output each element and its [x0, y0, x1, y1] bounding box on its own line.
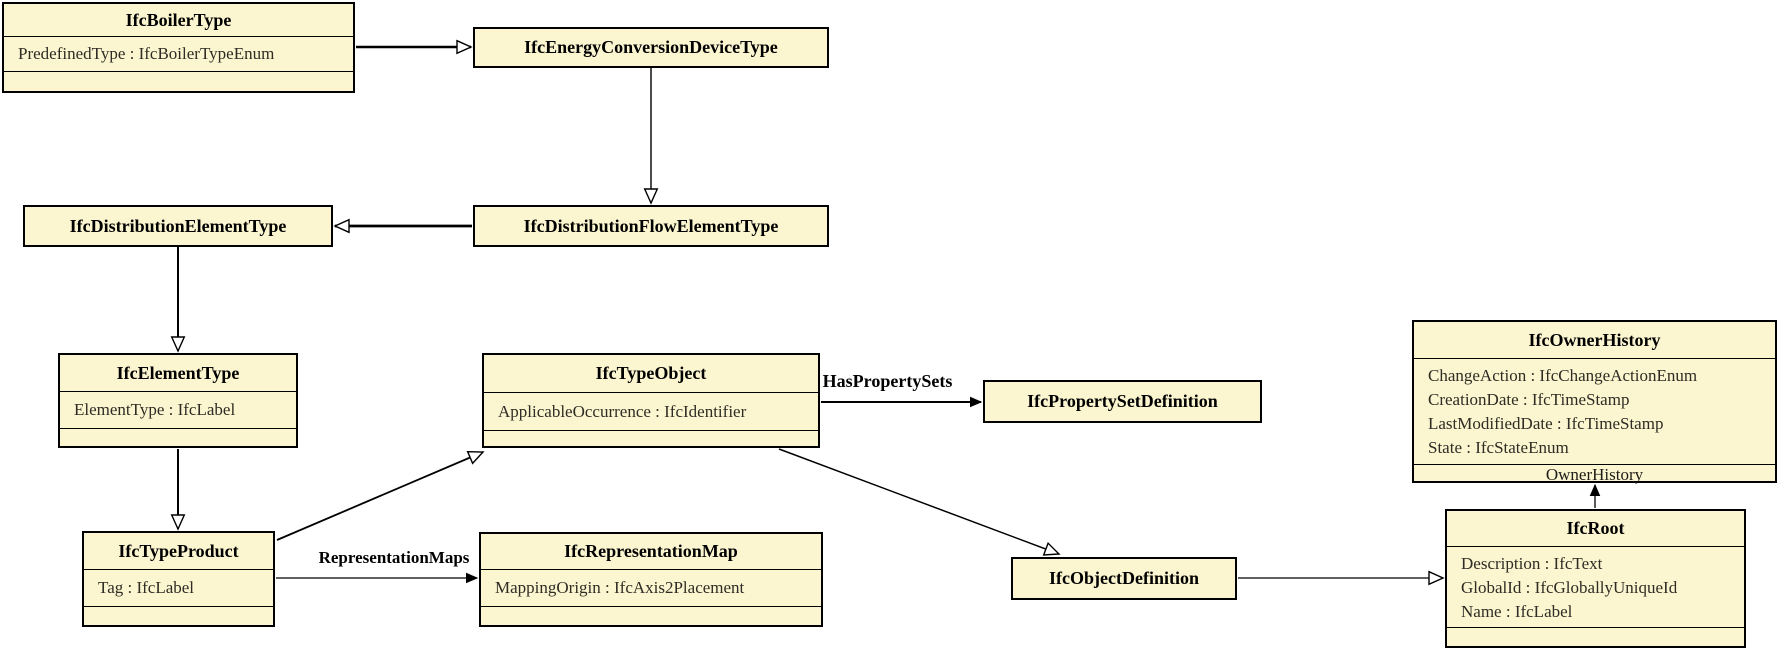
class-footer — [481, 607, 821, 625]
class-title: IfcDistributionElementType — [69, 215, 287, 236]
class-ifcpropertysetdefinition: IfcPropertySetDefinition — [983, 380, 1262, 423]
class-title: IfcBoilerType — [4, 4, 353, 37]
class-ifcenergyconversiondevicetype: IfcEnergyConversionDeviceType — [473, 27, 829, 68]
representation-maps-edge-label: RepresentationMaps — [318, 548, 470, 567]
edge-typeproduct-to-typeobject — [276, 450, 485, 541]
class-ifcdistributionelementtype: IfcDistributionElementType — [23, 205, 333, 247]
has-property-sets-edge-label: HasPropertySets — [822, 371, 953, 391]
class-attribute: State : IfcStateEnum — [1428, 438, 1569, 457]
class-footer — [484, 431, 818, 446]
class-attribute: Name : IfcLabel — [1461, 602, 1573, 621]
class-footer — [60, 429, 296, 446]
class-ifcownerhistory: IfcOwnerHistory ChangeAction : IfcChange… — [1412, 320, 1777, 484]
class-title: IfcOwnerHistory — [1414, 322, 1775, 359]
class-footer — [84, 607, 273, 625]
class-attribute: PredefinedType : IfcBoilerTypeEnum — [18, 44, 275, 63]
class-attribute: Description : IfcText — [1461, 554, 1603, 573]
class-title: IfcPropertySetDefinition — [1027, 391, 1218, 411]
class-attribute: Tag : IfcLabel — [98, 578, 195, 597]
class-ifctypeobject: IfcTypeObject ApplicableOccurrence : Ifc… — [482, 353, 820, 448]
class-ifcrepresentationmap: IfcRepresentationMap MappingOrigin : Ifc… — [479, 532, 823, 627]
class-title: IfcTypeProduct — [84, 533, 273, 570]
class-attribute: ElementType : IfcLabel — [74, 400, 236, 419]
class-ifcelementtype: IfcElementType ElementType : IfcLabel — [58, 353, 298, 448]
class-title: IfcElementType — [60, 355, 296, 392]
class-footer — [4, 72, 353, 91]
class-attribute: CreationDate : IfcTimeStamp — [1428, 390, 1630, 409]
class-ifcdistributionflowelementtype: IfcDistributionFlowElementType — [473, 205, 829, 247]
class-title: IfcRoot — [1447, 511, 1744, 547]
owner-history-edge-label: OwnerHistory — [1545, 465, 1644, 484]
class-title: IfcObjectDefinition — [1049, 568, 1199, 588]
class-attribute: MappingOrigin : IfcAxis2Placement — [495, 578, 745, 597]
class-footer — [1447, 628, 1744, 646]
class-title: IfcEnergyConversionDeviceType — [524, 37, 778, 57]
class-title: IfcTypeObject — [484, 355, 818, 393]
class-ifctypeproduct: IfcTypeProduct Tag : IfcLabel — [82, 531, 275, 627]
class-ifcobjectdefinition: IfcObjectDefinition — [1011, 557, 1237, 600]
class-attribute: ChangeAction : IfcChangeActionEnum — [1428, 366, 1698, 385]
class-title: IfcRepresentationMap — [481, 534, 821, 570]
class-attribute: ApplicableOccurrence : IfcIdentifier — [498, 401, 747, 421]
class-ifcroot: IfcRoot Description : IfcText GlobalId :… — [1445, 509, 1746, 648]
class-attribute: LastModifiedDate : IfcTimeStamp — [1428, 414, 1664, 433]
class-ifcboilertype: IfcBoilerType PredefinedType : IfcBoiler… — [2, 2, 355, 93]
class-attribute: GlobalId : IfcGloballyUniqueId — [1461, 578, 1678, 597]
class-title: IfcDistributionFlowElementType — [523, 215, 779, 236]
